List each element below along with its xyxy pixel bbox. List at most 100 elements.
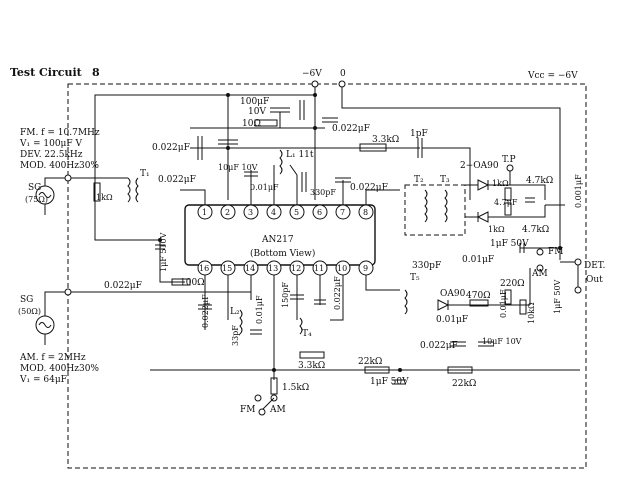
- svg-text:9: 9: [363, 264, 368, 273]
- c1u50v-b-label: 1μF 50V: [553, 279, 562, 314]
- ic-top-pins: 1 2 3 4 5 6 7 8: [197, 204, 374, 220]
- svg-text:5: 5: [294, 208, 299, 217]
- detector-section: [404, 164, 582, 347]
- t3-label: T₃: [440, 175, 450, 185]
- c150p-label: 150pF: [281, 282, 290, 308]
- fm-line-2: V₁ = 100μF V: [19, 139, 83, 149]
- svg-text:13: 13: [268, 264, 278, 273]
- c47u-label: 4.7μF: [494, 198, 518, 207]
- c001-c-label: 0.01μF: [436, 315, 468, 325]
- r15k-label: 1.5kΩ: [282, 383, 309, 393]
- svg-text:16: 16: [199, 264, 209, 273]
- ic-view: (Bottom View): [250, 248, 315, 259]
- svg-text:6: 6: [317, 208, 322, 217]
- c33p-label: 33pF: [231, 325, 240, 346]
- fm-sw-label: FM: [548, 247, 563, 257]
- c330p-b-label: 330pF: [412, 261, 441, 271]
- fm-imp-label: (75Ω): [25, 195, 48, 204]
- title-number: 8: [92, 66, 100, 79]
- svg-text:14: 14: [245, 264, 255, 273]
- r220-label: 220Ω: [500, 279, 525, 289]
- r33k-b-label: 3.3kΩ: [298, 361, 325, 371]
- c001-e-label: 0.01μF: [255, 295, 264, 324]
- am-line-2: MOD. 400Hz30%: [20, 364, 99, 374]
- r1k-a-label: 1kΩ: [492, 179, 509, 188]
- c022-left-label: 0.022μF: [152, 143, 190, 153]
- c330p-a-label: 330pF: [310, 188, 336, 197]
- svg-text:15: 15: [222, 264, 232, 273]
- t1-label: T₁: [140, 169, 150, 179]
- am-imp-label: (50Ω): [18, 307, 41, 316]
- lower-components: [155, 244, 473, 395]
- fm-source: [35, 174, 139, 215]
- svg-text:1: 1: [202, 208, 207, 217]
- sw-fm-label: FM: [240, 405, 255, 415]
- title: Test Circuit: [10, 66, 83, 79]
- sw-am-label: AM: [269, 405, 286, 415]
- c100u-label: 100μF: [240, 97, 269, 107]
- r22k-b-label: 22kΩ: [452, 379, 476, 389]
- r100-label: 100Ω: [180, 278, 205, 288]
- am-source: [35, 288, 72, 345]
- fm-sg-label: SG: [28, 183, 41, 193]
- t5-label: T₅: [410, 273, 420, 283]
- terminal-neg6v: [311, 80, 319, 88]
- top-section-components: [197, 100, 471, 200]
- c001-a-label: 0.01μF: [250, 183, 279, 192]
- l1-label: L₁ 11t: [286, 150, 314, 160]
- r10-label: 10Ω: [242, 119, 261, 129]
- terminal-0v: [338, 80, 346, 88]
- t4-label: T₄: [302, 329, 312, 339]
- am-sg-label: SG: [20, 295, 33, 305]
- supply-neg-label: −6V: [302, 69, 322, 79]
- r33k-top-label: 3.3kΩ: [372, 135, 399, 145]
- c10u10v-b-label: 10μF 10V: [482, 337, 522, 346]
- svg-text:7: 7: [340, 208, 345, 217]
- oa90-a-label: 2−OA90: [460, 161, 499, 171]
- c1u510v-label: 1μF 510V: [159, 232, 168, 272]
- svg-text:10: 10: [337, 264, 347, 273]
- out-label: Out: [586, 275, 603, 285]
- am-sw-label: AM: [531, 269, 548, 279]
- c001-det-label: 0.001μF: [574, 174, 583, 208]
- pin-wiring: [70, 164, 400, 380]
- oa90-b-label: OA90: [440, 289, 466, 299]
- c022-top-label: 0.022μF: [332, 124, 370, 134]
- l2-label: L₂: [230, 307, 240, 317]
- r470-label: 470Ω: [466, 291, 491, 301]
- r47k-a-label: 4.7kΩ: [526, 176, 553, 186]
- c001-d-label: 0.01μF: [499, 289, 508, 318]
- r1k-in-label: 1kΩ: [96, 193, 113, 202]
- am-line-1: AM. f = 2MHz: [19, 353, 86, 363]
- v10-label: 10V: [248, 107, 266, 117]
- r47k-b-label: 4.7kΩ: [522, 225, 549, 235]
- ic-name: AN217: [261, 235, 294, 245]
- c022-p16-label: 0.022μF: [201, 294, 210, 328]
- band-switch: [254, 394, 278, 416]
- r22k-a-label: 22kΩ: [358, 357, 382, 367]
- det-label: DET.: [584, 261, 605, 271]
- board-outline: [67, 83, 587, 469]
- c1u50v-label: 1μF 50V: [490, 239, 529, 249]
- vcc-label: Vcc = −6V: [527, 71, 578, 81]
- svg-text:11: 11: [314, 264, 324, 273]
- c022-p7-label: 0.022μF: [350, 183, 388, 193]
- tp-label: T.P: [502, 155, 516, 165]
- junctions: [158, 93, 562, 372]
- c022-am-label: 0.022μF: [104, 281, 142, 291]
- c1p-label: 1pF: [410, 129, 428, 139]
- r10k-label: 10kΩ: [527, 302, 536, 324]
- svg-text:4: 4: [271, 208, 276, 217]
- svg-text:3: 3: [248, 208, 253, 217]
- c022-d-label: 0.022μF: [420, 341, 458, 351]
- fm-line-1: FM. f = 10.7MHz: [20, 128, 100, 138]
- t2-label: T₂: [414, 175, 424, 185]
- ic-bottom-pins: 16 15 14 13 12 11 10 9: [197, 260, 374, 276]
- r1k-b-label: 1kΩ: [488, 225, 505, 234]
- c10u10v-label: 10μF 10V: [218, 163, 258, 172]
- c022-t1-label: 0.022μF: [158, 175, 196, 185]
- fm-line-3: DEV. 22.5kHz: [20, 150, 83, 160]
- supply-zero-label: 0: [340, 69, 346, 79]
- am-line-3: V₁ = 64μF: [19, 375, 67, 385]
